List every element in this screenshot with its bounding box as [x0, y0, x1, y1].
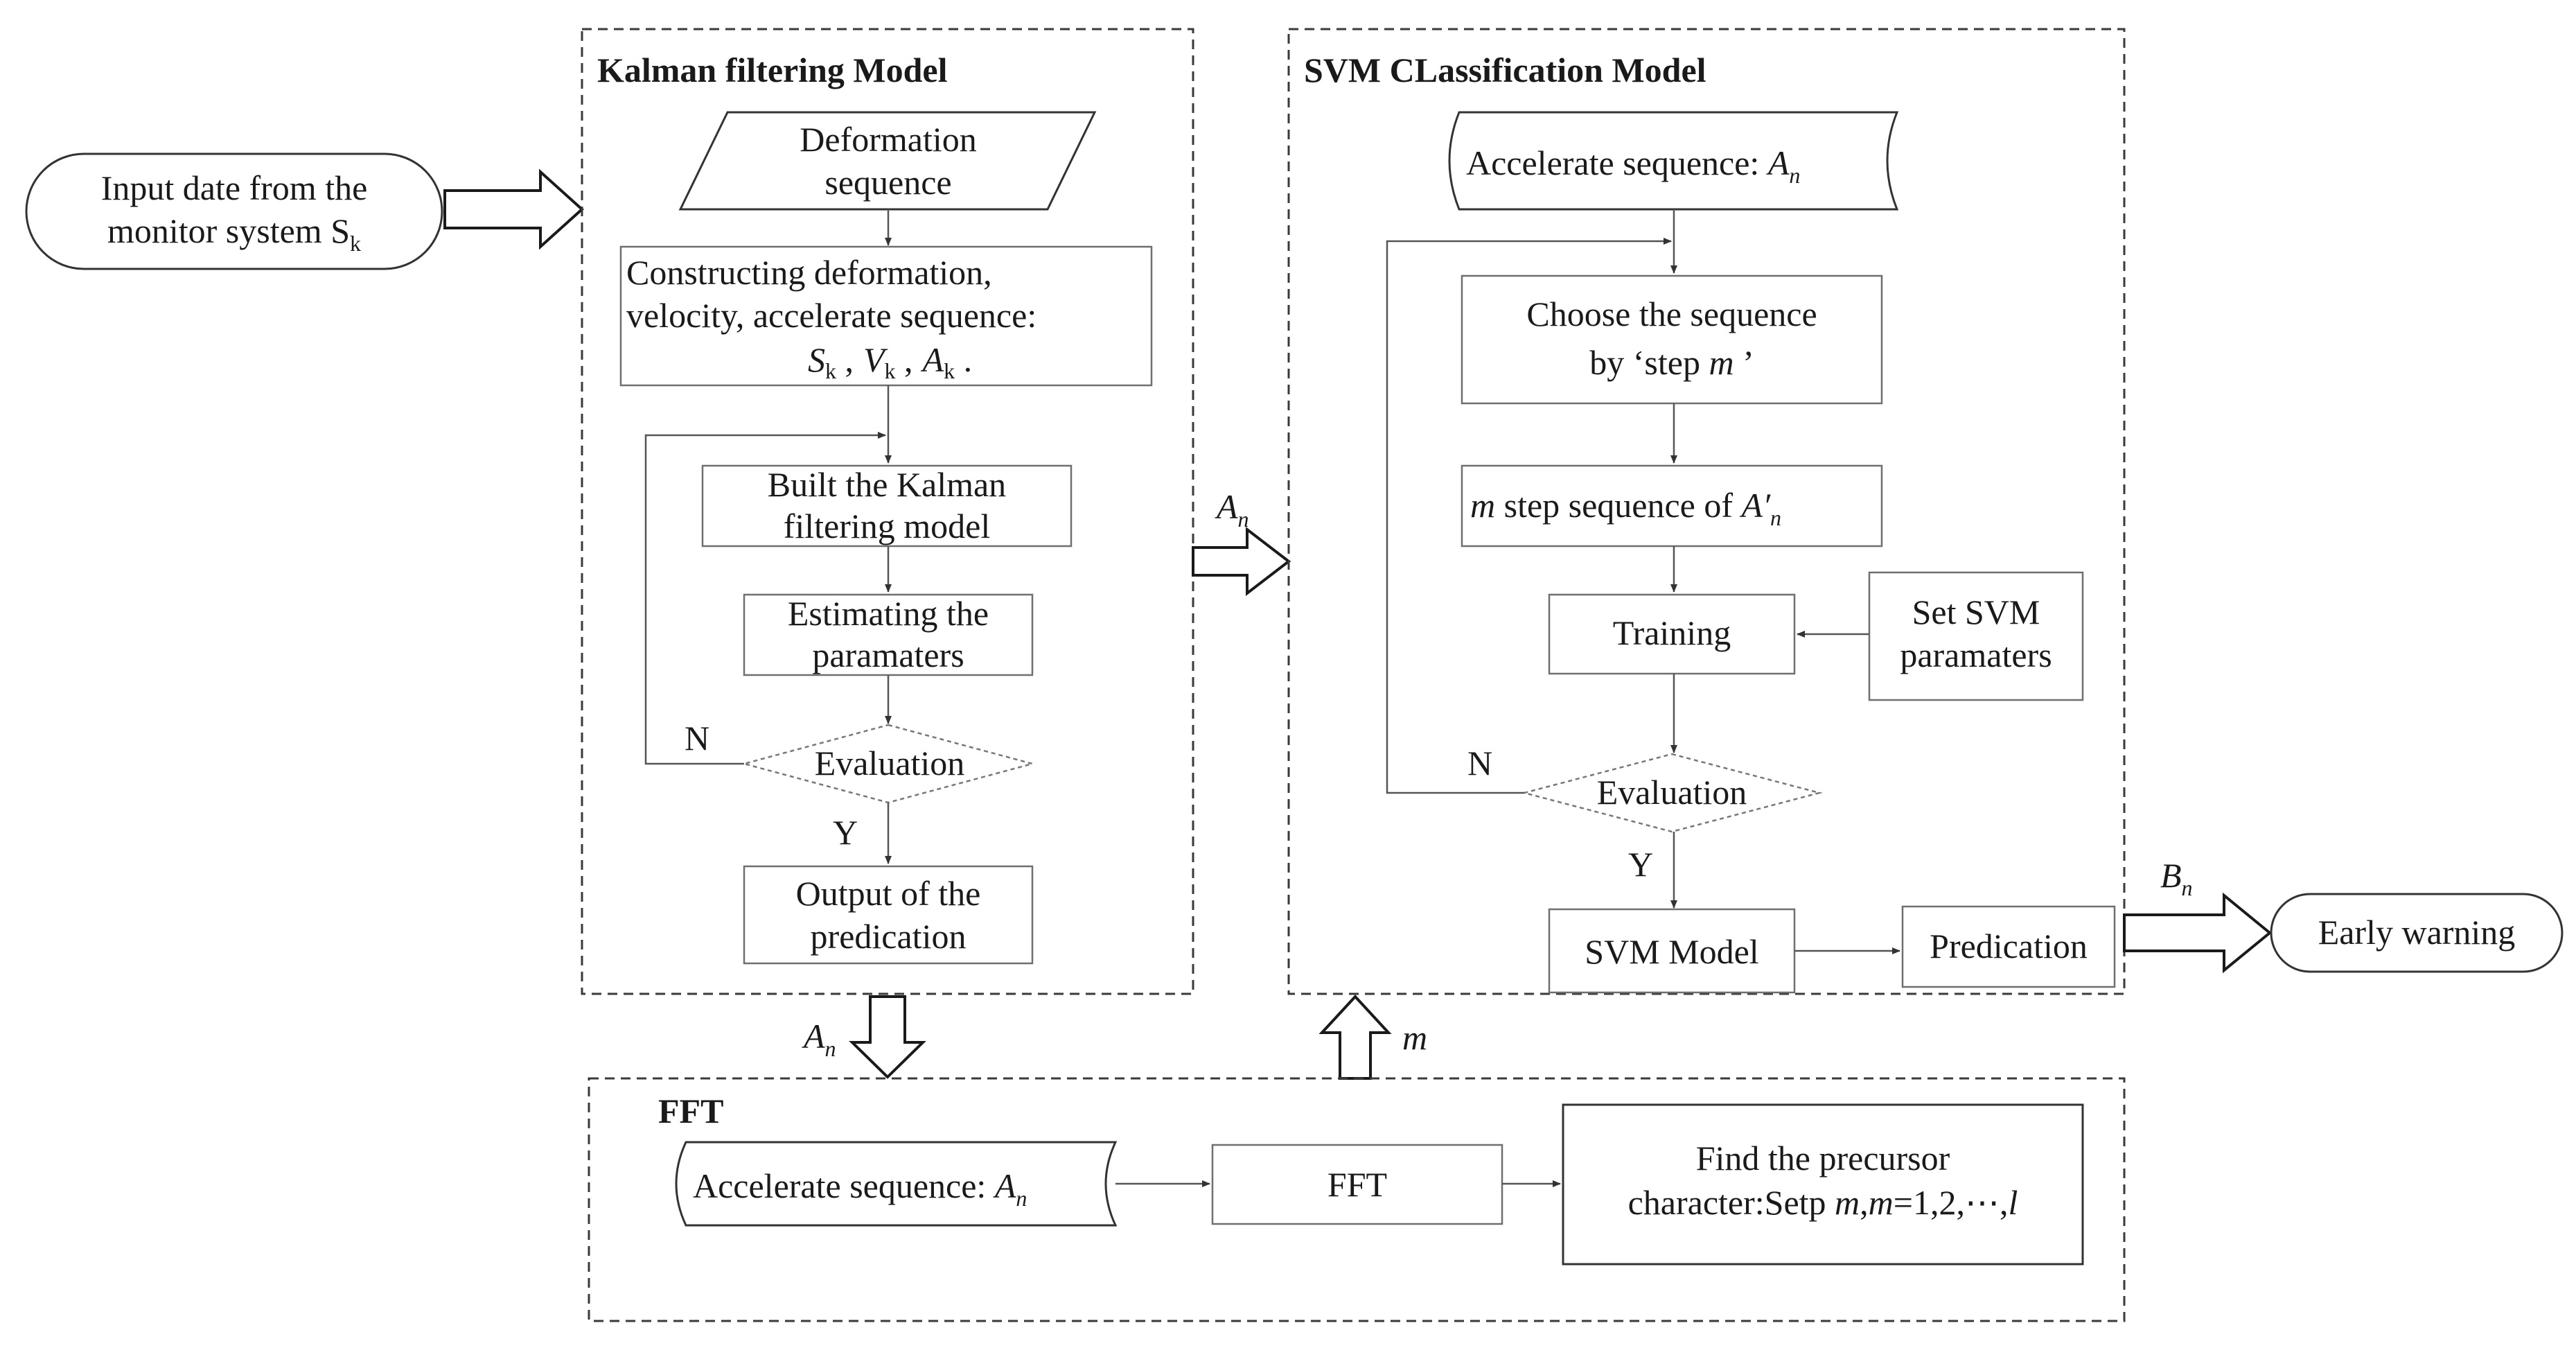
input-to-kalman-arrow — [443, 168, 584, 250]
input-label-line1: Input date from the — [101, 168, 368, 207]
svm-no-label: N — [1467, 744, 1492, 782]
kalman-no-label: N — [685, 719, 709, 758]
set-svm-parameters-box: Set SVM paramaters — [1868, 571, 2084, 701]
kalman-yes-label: Y — [833, 813, 858, 852]
deformation-label-line2: sequence — [824, 163, 951, 202]
svm-accelerate-label: Accelerate sequence: An — [1466, 143, 1800, 188]
mstep-label: m step sequence of A′n — [1470, 486, 1781, 530]
find-label-line2: character:Setp m,m=1,2,⋯,l — [1628, 1183, 2018, 1222]
constructing-label-line3: Sk ,Vk ,Ak . — [808, 340, 972, 383]
set-svm-label-line2: paramaters — [1900, 636, 2052, 674]
mstep-sequence-box: m step sequence of A′n — [1461, 464, 1883, 548]
deformation-label-line1: Deformation — [800, 120, 976, 159]
input-terminator: Input date from the monitor system Sk — [25, 152, 443, 270]
early-warning-label: Early warning — [2318, 913, 2516, 952]
predication-label: Predication — [1930, 927, 2088, 965]
kalman-no-loop-line — [644, 432, 886, 765]
an-label-middle: An — [1215, 487, 1249, 532]
early-warning-terminator: Early warning — [2270, 893, 2564, 973]
fft-accelerate-sequence-storage: Accelerate sequence: An — [675, 1141, 1118, 1227]
svm-title: SVM CLassification Model — [1304, 51, 1706, 89]
training-box: Training — [1548, 593, 1796, 675]
find-precursor-box: Find the precursor character:Setp m,m=1,… — [1562, 1103, 2084, 1266]
svm-evaluation-label: Evaluation — [1597, 773, 1747, 812]
find-label-line1: Find the precursor — [1696, 1139, 1950, 1178]
svm-model-label: SVM Model — [1585, 932, 1758, 971]
constructing-label-line1: Constructing deformation, — [626, 253, 992, 292]
input-label-line2: monitor system Sk — [107, 211, 361, 256]
fft-panel — [588, 1077, 2126, 1322]
kalman-to-fft-arrow — [849, 995, 926, 1079]
set-svm-label-line1: Set SVM — [1912, 593, 2040, 631]
constructing-label-line2: velocity, accelerate sequence: — [626, 296, 1036, 335]
built-kalman-box: Built the Kalman filtering model — [701, 464, 1073, 548]
kalman-panel — [581, 28, 1194, 995]
an-label-bottom: An — [802, 1017, 836, 1061]
bn-label: Bn — [2160, 856, 2193, 900]
svm-model-box: SVM Model — [1548, 908, 1796, 994]
output-label-line1: Output of the — [796, 874, 981, 913]
fft-title: FFT — [658, 1092, 723, 1130]
kalman-evaluation-decision: Evaluation — [741, 724, 1036, 804]
svm-no-loop-line — [1386, 238, 1672, 794]
fft-box: FFT — [1211, 1144, 1503, 1225]
svm-panel — [1287, 28, 2126, 995]
svm-yes-label: Y — [1628, 845, 1653, 884]
choose-label-line1: Choose the sequence — [1526, 295, 1817, 333]
predication-box: Predication — [1901, 905, 2116, 988]
choose-label-line2: by ‘step m ’ — [1589, 343, 1754, 382]
built-label-line2: filtering model — [784, 507, 991, 545]
fft-accelerate-label: Accelerate sequence: An — [693, 1166, 1027, 1211]
deformation-sequence-io: Deformation sequence — [678, 111, 1097, 211]
fft-box-label: FFT — [1327, 1165, 1387, 1204]
estimating-label-line1: Estimating the — [788, 594, 989, 633]
kalman-title: Kalman filtering Model — [597, 51, 948, 89]
built-label-line1: Built the Kalman — [768, 465, 1006, 504]
m-label: m — [1402, 1018, 1427, 1057]
training-label: Training — [1613, 613, 1731, 652]
kalman-evaluation-label: Evaluation — [815, 744, 965, 782]
estimating-label-line2: paramaters — [812, 636, 964, 674]
svm-accelerate-sequence-storage: Accelerate sequence: An — [1448, 111, 1899, 211]
predication-to-warning-arrow — [2123, 892, 2273, 974]
choose-sequence-box: Choose the sequence by ‘step m ’ — [1461, 274, 1883, 405]
fft-to-svm-arrow — [1318, 995, 1392, 1080]
svm-evaluation-decision: Evaluation — [1521, 753, 1823, 833]
kalman-to-svm-arrow — [1192, 526, 1291, 597]
output-prediction-box: Output of the predication — [743, 865, 1034, 965]
constructing-sequence-box: Constructing deformation, velocity, acce… — [619, 245, 1153, 387]
output-label-line2: predication — [811, 917, 967, 956]
estimating-parameters-box: Estimating the paramaters — [743, 593, 1034, 676]
